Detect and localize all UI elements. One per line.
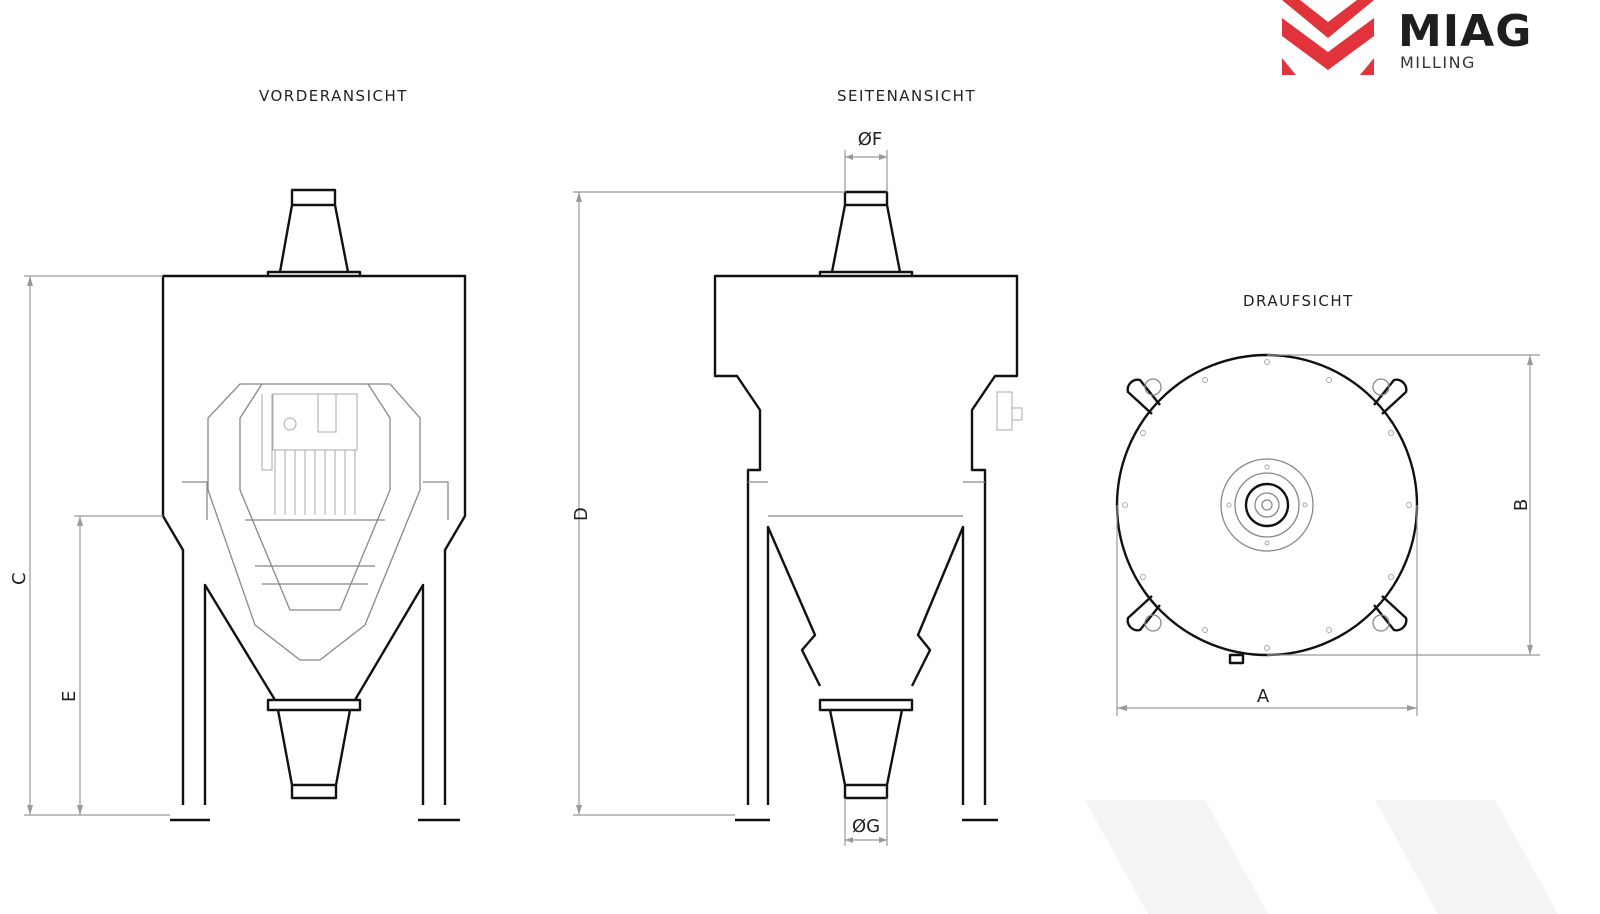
front-view: [161, 188, 467, 822]
side-view: [713, 190, 1023, 822]
logo-sub: MILLING: [1400, 53, 1476, 72]
watermark-shape: [1085, 800, 1268, 914]
top-view-label: DRAUFSICHT: [1243, 292, 1354, 310]
top-view: [1115, 353, 1419, 665]
dim-label-c: C: [9, 572, 30, 585]
dim-label-g: ØG: [852, 816, 880, 837]
dim-label-d: D: [571, 507, 592, 521]
dim-label-e: E: [59, 691, 80, 702]
dim-label-b: B: [1511, 499, 1532, 511]
watermark-shape: [1375, 800, 1558, 914]
logo-name: MIAG: [1398, 6, 1532, 57]
front-view-label: VORDERANSICHT: [259, 87, 408, 105]
dim-label-a: A: [1257, 686, 1270, 707]
side-view-label: SEITENANSICHT: [837, 87, 976, 105]
dim-label-f: ØF: [858, 129, 883, 150]
dimension-lines: [24, 150, 1540, 846]
miag-logo: MIAG MILLING: [1282, 0, 1532, 75]
